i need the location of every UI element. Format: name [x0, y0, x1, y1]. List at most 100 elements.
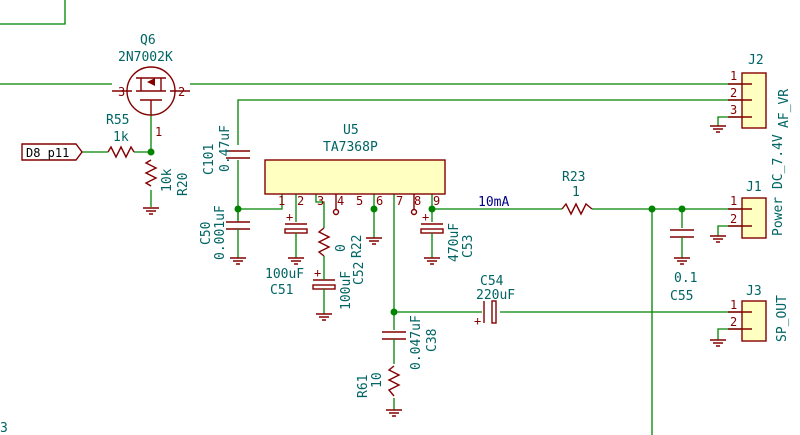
r55-resistor[interactable]: R55 1k [106, 113, 135, 159]
j2-connector[interactable]: J2 1 2 3 AF_VR [728, 53, 792, 129]
c55-capacitor[interactable]: 0.1 C55 [670, 229, 697, 304]
d8-label-shape [21, 143, 83, 161]
u5-pin-1: 1 [278, 194, 285, 208]
q6-value: 2N7002K [118, 50, 173, 65]
gnd-symbol [710, 235, 726, 243]
r22-value: 0 [334, 244, 349, 252]
j3-connector[interactable]: J3 1 2 SP_OUT [728, 284, 790, 342]
c101-plates [226, 150, 250, 159]
junction-dot [648, 205, 656, 213]
q6-pin-2: 2 [178, 85, 185, 99]
c53-capacitor[interactable]: + 470uF C53 [420, 210, 476, 262]
r61-ref: R61 [356, 375, 371, 398]
c52-capacitor[interactable]: + 100uF C52 [312, 262, 367, 310]
junctions [147, 148, 686, 316]
c54-value: 220uF [476, 288, 515, 303]
j1-pin-stubs [742, 208, 752, 227]
junction-dot [147, 148, 155, 156]
q6-channel [136, 77, 166, 92]
j1-ref: J1 [746, 180, 762, 195]
u5-value: TA7368P [323, 140, 378, 155]
u5-nc-leads [335, 194, 415, 209]
c101-value: 0.47uF [218, 125, 233, 172]
j3-ref: J3 [746, 284, 762, 299]
r61-zigzag [387, 365, 401, 397]
c38-capacitor[interactable]: 0.047uF C38 [382, 315, 440, 370]
c51-plus: + [286, 210, 293, 224]
q6-arrow [147, 78, 155, 86]
r55-ref: R55 [106, 113, 129, 128]
c53-ref: C53 [461, 235, 476, 258]
u5-pin-7: 7 [396, 194, 403, 208]
wire-j2-pin2-to-c101 [237, 99, 742, 145]
junction-dot [428, 205, 436, 213]
j2-pin-2: 2 [730, 86, 737, 100]
q6-pin-3: 3 [118, 85, 125, 99]
u5-ic[interactable]: U5 TA7368P 1 2 3 4 5 6 7 8 9 [264, 123, 446, 216]
gnd-symbol [710, 339, 726, 347]
j1-pin-2: 2 [730, 212, 737, 226]
c50-capacitor[interactable]: C50 0.001uF [199, 205, 250, 260]
c38-value: 0.047uF [409, 315, 424, 370]
u5-pin-9: 9 [433, 194, 440, 208]
u5-pin-4: 4 [337, 194, 344, 208]
gnd-symbol [674, 257, 690, 265]
c38-ref: C38 [425, 329, 440, 352]
wire-j1-pin2-gnd [717, 225, 742, 236]
q6-mosfet[interactable]: Q6 2N7002K 3 2 1 [112, 33, 190, 139]
j1-value: Power DC_7.4V [771, 134, 786, 236]
c55-value: 0.1 [674, 271, 697, 286]
c101-capacitor[interactable]: C101 0.47uF [202, 125, 250, 175]
c51-capacitor[interactable]: + 100uF C51 [265, 210, 308, 298]
c53-plate-bottom [420, 228, 444, 234]
junction-dot [390, 308, 398, 316]
gnd-symbol [288, 257, 304, 265]
r23-resistor[interactable]: R23 1 [561, 170, 593, 216]
j3-value: SP_OUT [775, 295, 790, 342]
r55-zigzag [107, 145, 135, 159]
c55-plates [670, 229, 694, 238]
c53-value: 470uF [447, 223, 462, 262]
r22-ref: R22 [350, 235, 365, 258]
r23-zigzag [561, 202, 593, 216]
j2-pin-3: 3 [730, 103, 737, 117]
c101-ref: C101 [202, 144, 217, 175]
u5-pin-2: 2 [297, 194, 304, 208]
gnd-symbol [230, 257, 246, 265]
j2-ref: J2 [748, 53, 764, 68]
c54-capacitor[interactable]: + C54 220uF [474, 274, 515, 328]
r22-resistor[interactable]: 0 R22 [317, 227, 365, 258]
edge-fragment-text: 3 [0, 421, 8, 435]
j2-value: AF_VR [777, 89, 792, 128]
wire-j3-pin2-gnd [717, 328, 742, 340]
gnd-symbol [316, 313, 332, 321]
u5-pin4-nc [332, 208, 340, 216]
gnd-symbol [386, 409, 402, 417]
c52-plus: + [314, 266, 321, 280]
r61-resistor[interactable]: R61 10 [356, 365, 401, 398]
d8-hier-label[interactable]: D8_p11 [21, 143, 83, 161]
r20-ref: R20 [176, 173, 191, 196]
wires [0, 0, 742, 435]
c52-ref: C52 [352, 262, 367, 285]
q6-pin-1: 1 [155, 125, 162, 139]
j3-pin-stubs [742, 311, 752, 330]
j1-pin-1: 1 [730, 194, 737, 208]
c50-ref: C50 [199, 222, 214, 245]
c51-plate-bottom [284, 228, 308, 234]
j1-body [741, 197, 767, 239]
j2-pin-leads [728, 83, 742, 118]
c54-plate-right [491, 300, 497, 324]
c50-plates [226, 221, 250, 230]
gnd-symbol [143, 207, 159, 215]
r20-zigzag [144, 159, 158, 187]
c52-plate-bottom [312, 284, 336, 290]
j3-body [741, 300, 767, 342]
j1-connector[interactable]: J1 1 2 Power DC_7.4V [728, 134, 786, 239]
c53-plus: + [422, 210, 429, 224]
q6-ref: Q6 [140, 33, 156, 48]
j3-pin-leads [728, 311, 742, 330]
r20-resistor[interactable]: 10k R20 [144, 159, 191, 196]
r20-value: 10k [160, 168, 175, 192]
